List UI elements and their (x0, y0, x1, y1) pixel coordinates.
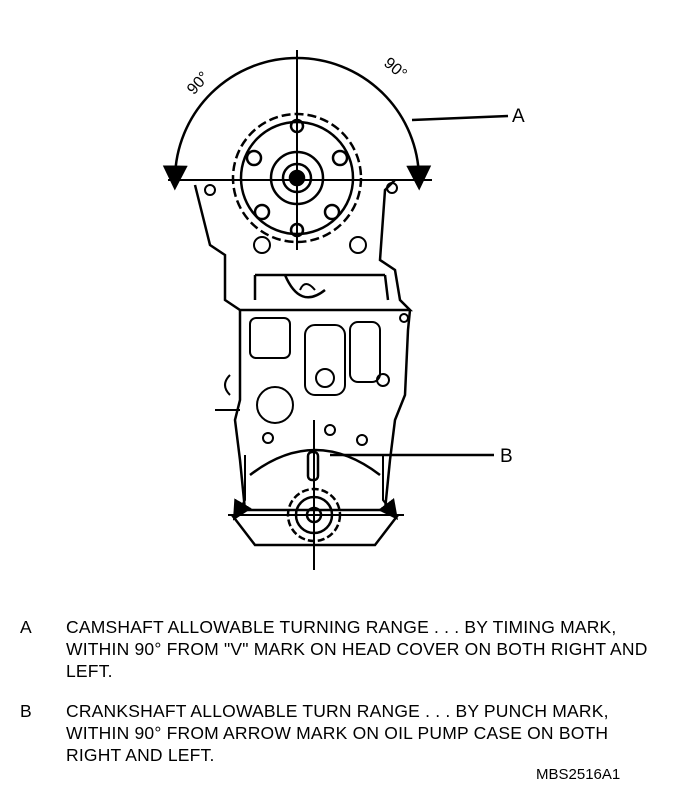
engine-timing-diagram: 90° 90° A B (162, 50, 525, 570)
legend-text: CAMSHAFT ALLOWABLE TURNING RANGE . . . B… (66, 617, 648, 681)
angle-label-right: 90° (380, 55, 409, 84)
angle-label-left: 90° (184, 69, 213, 98)
callout-leaders (330, 114, 509, 457)
legend-key: A (20, 617, 32, 637)
callout-a-label: A (512, 106, 525, 127)
callout-b-label: B (500, 446, 513, 467)
crankshaft-range-lines (232, 455, 398, 521)
reference-lines (168, 50, 432, 570)
camshaft-range-arcs (162, 56, 432, 191)
legend-text: CRANKSHAFT ALLOWABLE TURN RANGE . . . BY… (66, 701, 609, 765)
figure-code: MBS2516A1 (536, 766, 621, 783)
legend-key: B (20, 701, 32, 721)
engine-block-details (204, 182, 409, 446)
